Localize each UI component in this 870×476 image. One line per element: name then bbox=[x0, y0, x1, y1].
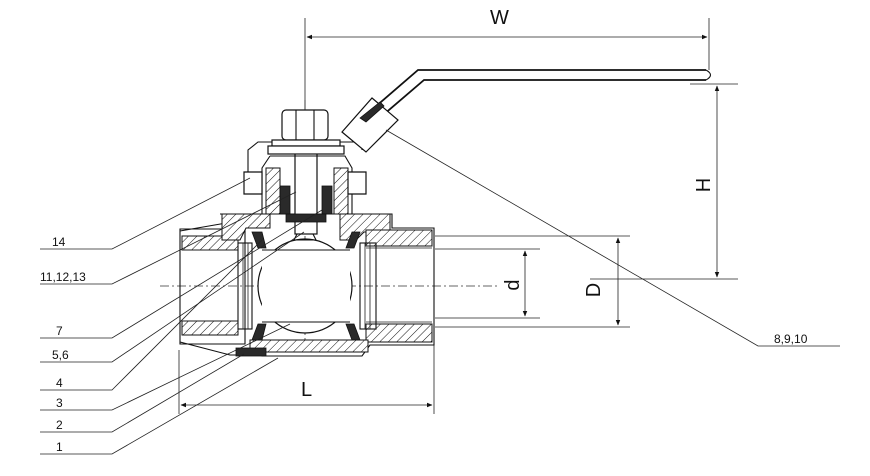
part-label-4: 4 bbox=[56, 376, 63, 390]
dimension-h: H bbox=[590, 83, 738, 280]
part-label-3: 3 bbox=[56, 396, 63, 410]
dimension-l-label: L bbox=[301, 379, 312, 401]
dimension-d-large-label: D bbox=[583, 283, 605, 297]
ball bbox=[257, 231, 353, 334]
handle-lever bbox=[341, 69, 712, 153]
valve-body bbox=[179, 213, 435, 357]
part-label-7: 7 bbox=[56, 324, 63, 338]
dimension-d-small: d bbox=[435, 248, 540, 319]
part-labels: 14 11,12,13 7 5,6 4 3 2 1 8,9,10 bbox=[40, 235, 808, 454]
leader-lines bbox=[40, 129, 840, 455]
stem-assembly bbox=[261, 147, 353, 235]
dimension-w-label: W bbox=[490, 7, 509, 29]
part-label-1: 1 bbox=[56, 440, 63, 454]
part-label-8-9-10: 8,9,10 bbox=[774, 332, 808, 346]
part-label-5-6: 5,6 bbox=[52, 348, 69, 362]
part-label-14: 14 bbox=[52, 235, 66, 249]
part-label-11-12-13: 11,12,13 bbox=[40, 270, 86, 284]
dimension-h-label: H bbox=[693, 178, 715, 192]
dimension-d-small-label: d bbox=[502, 279, 524, 290]
part-label-2: 2 bbox=[56, 418, 63, 432]
stem-nut bbox=[243, 109, 367, 195]
dimension-d-large: D bbox=[435, 235, 630, 328]
